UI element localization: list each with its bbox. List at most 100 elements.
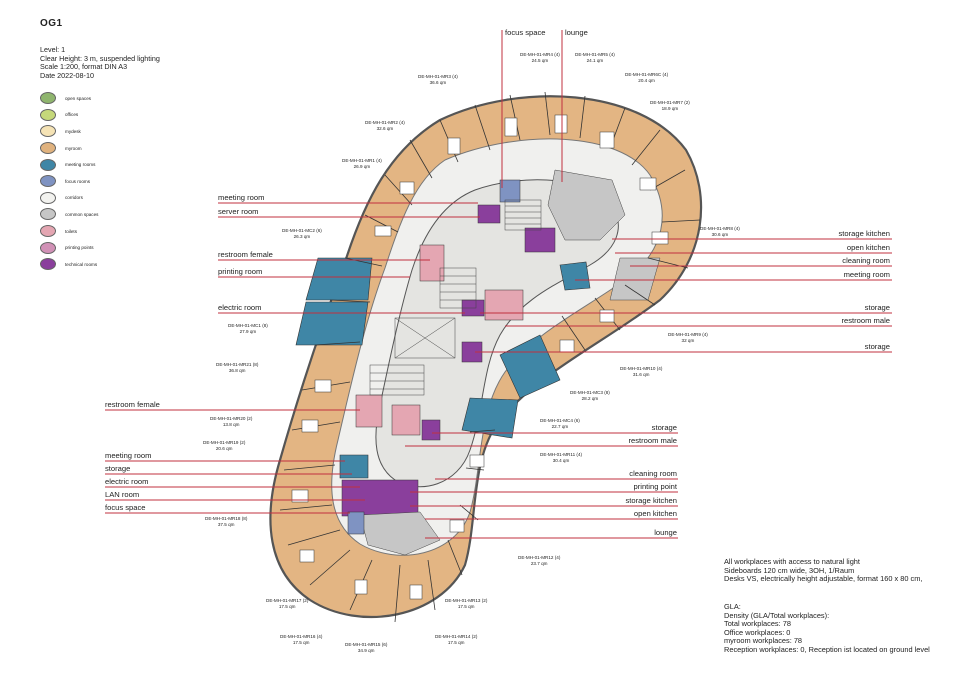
room-tag-id: DE-MH-01-MR20 (2): [210, 416, 253, 421]
room-tag: DE-MH-01-MR10 (4)31.6 qm: [620, 366, 662, 378]
room-tag-area: 20.4 qm: [638, 78, 655, 83]
notes-block: All workplaces with access to natural li…: [724, 557, 922, 584]
room-tag: DE-MH-01-MR19 (2)20.6 qm: [203, 440, 245, 452]
room-tag-id: DE-MH-01-MR10 (4): [620, 366, 663, 371]
room-tag-area: 36.8 qm: [228, 368, 246, 373]
room-tag: DE-MH-01-MR2 (4)32.6 qm: [365, 120, 405, 132]
toilets: [355, 244, 524, 436]
room-tag-id: DE-MH-01-MR7 (2): [650, 100, 690, 105]
legend-label: open spaces: [65, 95, 92, 101]
right-label-6: restroom male: [841, 316, 890, 325]
left-label-6: restroom female: [105, 400, 160, 409]
room-tag-area: 32.6 qm: [376, 126, 394, 131]
left-label-3: restroom female: [218, 250, 273, 259]
right-label-12: storage kitchen: [625, 496, 678, 505]
room-tag-id: DE-MH-01-MC1 (8): [228, 323, 268, 328]
gla-block: GLA: Density (GLA/Total workplaces): Tot…: [724, 602, 930, 655]
right-label-5: storage: [864, 303, 890, 312]
legend-item: toilets: [40, 223, 98, 240]
legend-label: common spaces: [65, 211, 99, 217]
label-lounge-top: lounge: [565, 28, 588, 37]
right-label-8: storage: [651, 423, 677, 432]
left-label-4: printing room: [218, 267, 263, 276]
legend-swatch: [40, 142, 56, 155]
right-label-3: cleaning room: [842, 256, 890, 265]
room-tag-id: DE-MH-01-MR18 (8): [205, 516, 248, 521]
top-leader-lines: [501, 30, 563, 188]
legend-item: technical rooms: [40, 256, 98, 273]
right-label-9: restroom male: [628, 436, 677, 445]
height-text: Clear Height: 3 m, suspended lighting: [40, 53, 160, 63]
legend-label: meeting rooms: [65, 162, 96, 168]
left-leader-lines: [105, 202, 480, 514]
room-tag-id: DE-MH-01-MR14 (2): [435, 634, 478, 639]
right-label-7: storage: [864, 342, 890, 351]
legend-item: open spaces: [40, 90, 98, 107]
gla-line: Reception workplaces: 0, Reception ist l…: [724, 644, 930, 654]
room-tag-area: 37.5 qm: [217, 522, 235, 527]
legend-swatch: [40, 125, 56, 138]
legend-swatch: [40, 225, 56, 238]
note-line: Sideboards 120 cm wide, 3OH, 1/Raum: [724, 565, 855, 575]
room-tag: DE-MH-01-MR20 (2)13.8 qm: [210, 416, 252, 428]
room-tag-id: DE-MH-01-MR5 (4): [575, 52, 615, 57]
legend-swatch: [40, 208, 56, 221]
room-tag-id: DE-MH-01-MR2 (4): [365, 120, 405, 125]
room-tag: DE-MH-01-MC4 (6)22.7 qm: [540, 418, 580, 430]
left-label-5: electric room: [218, 303, 262, 312]
legend-item: corridors: [40, 190, 98, 207]
right-label-11: printing point: [633, 482, 677, 491]
legend-swatch: [40, 108, 56, 121]
room-tag-area: 22.7 qm: [551, 424, 569, 429]
room-tag: DE-MH-01-MR1 (4)26.9 qm: [342, 158, 382, 170]
room-tag-area: 20.6 qm: [215, 446, 233, 451]
legend-label: mydesk: [65, 128, 81, 134]
left-label-1: meeting room: [218, 193, 265, 202]
legend-item: mydesk: [40, 123, 98, 140]
date-text: Date 2022-08-10: [40, 70, 94, 80]
room-tag: DE-MH-01-MR21 (8)36.8 qm: [216, 362, 258, 374]
room-tag: DE-MH-01-MR15 (6)34.9 qm: [345, 642, 387, 654]
label-focus-space-top: focus space: [505, 28, 546, 37]
room-tag-area: 24.1 qm: [586, 58, 604, 63]
focus-rooms: [347, 179, 521, 535]
room-tag: DE-MH-01-MR12 (4)23.7 qm: [518, 555, 560, 567]
room-tag-area: 26.3 qm: [293, 234, 311, 239]
legend-item: printing points: [40, 239, 98, 256]
room-tag: DE-MH-01-MC2 (6)26.3 qm: [282, 228, 322, 240]
room-tag-area: 17.5 qm: [447, 640, 465, 645]
room-tag-area: 28.2 qm: [581, 396, 599, 401]
right-label-14: lounge: [654, 528, 677, 537]
room-tag-id: DE-MH-01-MC2 (6): [282, 228, 322, 233]
left-label-9: electric room: [105, 477, 149, 486]
room-tag-area: 31.6 qm: [632, 372, 650, 377]
room-tag: DE-MH-01-MR5 (4)24.1 qm: [575, 52, 615, 64]
legend-item: focus rooms: [40, 173, 98, 190]
legend-item: offices: [40, 107, 98, 124]
room-tag-area: 30.6 qm: [711, 232, 729, 237]
legend-swatch: [40, 258, 56, 271]
left-label-2: server room: [218, 207, 259, 216]
legend-label: corridors: [65, 195, 83, 201]
room-tag-id: DE-MH-01-MR12 (4): [518, 555, 561, 560]
legend-label: offices: [65, 112, 79, 118]
level-text: Level: 1: [40, 45, 66, 54]
meeting-rooms: [295, 257, 591, 479]
legend-label: technical rooms: [65, 261, 98, 267]
room-tag: DE-MH-01-MR16 (4)17.5 qm: [280, 634, 322, 646]
gla-line: GLA:: [724, 602, 741, 611]
room-tag: DE-MH-01-MR18 (8)37.5 qm: [205, 516, 247, 528]
room-tag-id: DE-MH-01-MR19 (2): [203, 440, 246, 445]
room-tag-id: DE-MH-01-MR13 (2): [445, 598, 488, 603]
common-spaces: [359, 169, 661, 556]
room-tag: DE-MH-01-MC3 (8)28.2 qm: [570, 390, 610, 402]
right-label-13: open kitchen: [633, 509, 677, 518]
legend-swatch: [40, 175, 56, 188]
room-tag-id: DE-MH-01-MR1 (4): [342, 158, 382, 163]
legend-swatch: [40, 158, 56, 171]
room-tag-id: DE-MH-01-MR3 (4): [418, 74, 458, 79]
gla-line: Total workplaces: 78: [724, 619, 791, 629]
left-label-11: focus space: [105, 503, 146, 512]
